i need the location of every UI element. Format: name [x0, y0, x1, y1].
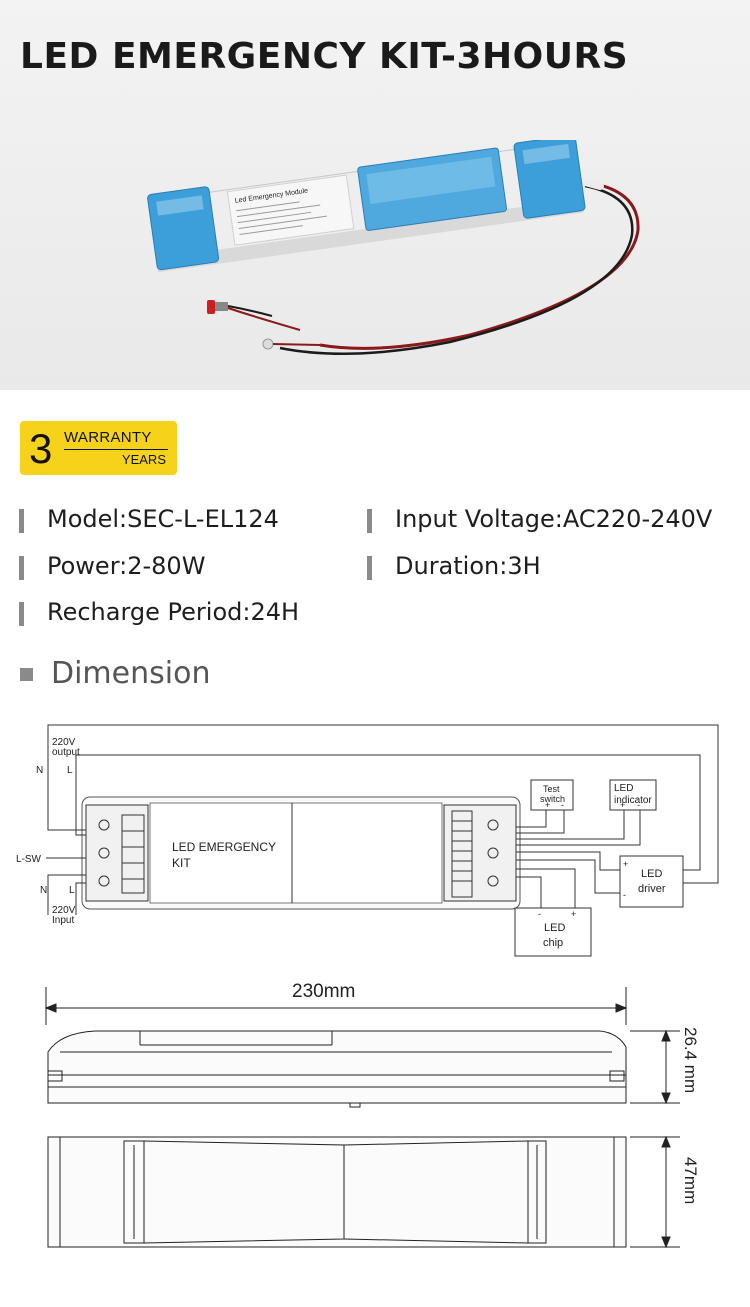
led-driver-label-2: driver	[638, 883, 666, 895]
warranty-badge: 3 WARRANTY YEARS	[20, 421, 177, 475]
dimension-heading: Dimension	[20, 656, 210, 691]
led-indicator-plus: +	[620, 800, 625, 810]
push-button-icon	[207, 300, 301, 331]
height-dimension: 26.4 mm	[681, 1027, 700, 1093]
indicator-led-icon	[262, 338, 321, 350]
dimension-drawing: 230mm 26.4 mm 47mm	[44, 981, 700, 1249]
led-driver-plus: +	[623, 859, 628, 869]
page-title: LED EMERGENCY KIT-3HOURS	[20, 36, 629, 77]
hero-section: LED EMERGENCY KIT-3HOURS	[0, 0, 750, 390]
output-label-2: output	[52, 747, 80, 758]
module-name-line-1: LED EMERGENCY	[172, 840, 276, 854]
spec-power: Power:2-80W	[19, 552, 205, 580]
led-driver-label: LED	[641, 868, 662, 880]
input-label: 220V	[52, 905, 76, 916]
product-photo: Led Emergency Module	[147, 140, 640, 356]
led-driver-minus: -	[623, 890, 626, 900]
led-chip-label-2: chip	[543, 937, 563, 949]
l-bottom-label: L	[69, 885, 75, 896]
warranty-label: WARRANTY	[64, 429, 152, 446]
spec-duration: Duration:3H	[367, 552, 541, 580]
led-indicator-label-2: indicator	[614, 795, 652, 806]
length-dimension: 230mm	[292, 981, 355, 1002]
n-bottom-label: N	[40, 885, 47, 896]
input-label-2: Input	[52, 915, 74, 926]
led-chip-label: LED	[544, 922, 565, 934]
test-switch-minus: -	[561, 800, 564, 810]
warranty-unit: YEARS	[121, 452, 166, 467]
test-switch-plus: +	[545, 800, 550, 810]
test-switch-label-2: switch	[540, 794, 565, 804]
output-label: 220V	[52, 737, 76, 748]
spec-recharge: Recharge Period:24H	[19, 598, 299, 626]
led-indicator-minus: -	[637, 800, 640, 810]
width-dimension: 47mm	[681, 1157, 700, 1204]
l-top-label: L	[67, 765, 73, 776]
spec-input-voltage: Input Voltage:AC220-240V	[367, 505, 712, 533]
test-switch-label: Test	[543, 784, 560, 794]
led-chip-plus: +	[571, 909, 576, 919]
warranty-years-number: 3	[29, 425, 53, 472]
warranty-divider	[64, 449, 168, 450]
led-chip-minus: -	[538, 909, 541, 919]
spec-model: Model:SEC-L-EL124	[19, 505, 279, 533]
led-indicator-label: LED	[614, 783, 633, 794]
wiring-diagram: 220V output N L L-SW N L 220V Input LED …	[16, 724, 719, 957]
n-top-label: N	[36, 765, 43, 776]
lsw-label: L-SW	[16, 854, 42, 865]
module-name-line-2: KIT	[172, 856, 191, 870]
